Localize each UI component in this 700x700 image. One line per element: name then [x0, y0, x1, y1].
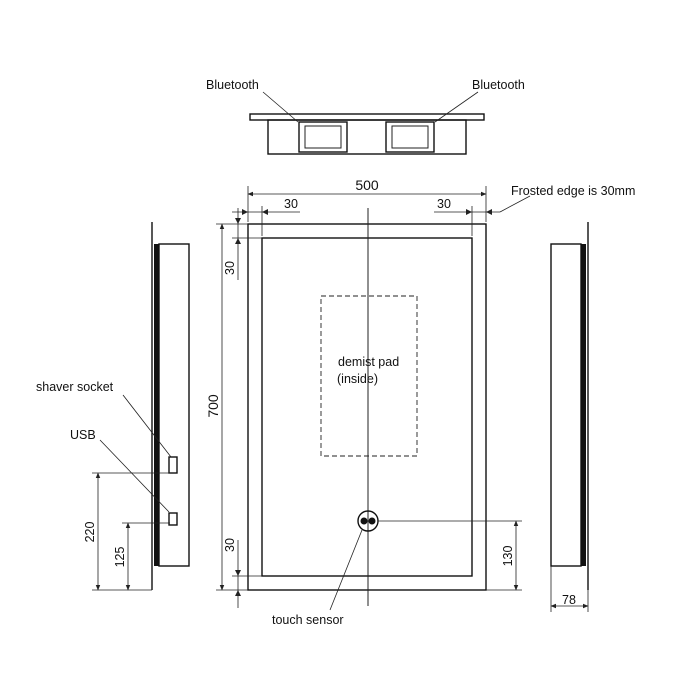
frost-right-arrows — [466, 209, 492, 215]
right-side-body — [550, 243, 582, 567]
frost-top-arrows — [235, 218, 241, 244]
usb-height-value: 125 — [113, 547, 127, 568]
frosted-edge-leader — [499, 195, 531, 213]
frost-bottom-value: 30 — [223, 538, 237, 552]
demist-pad — [320, 295, 418, 457]
width-dimension-value: 500 — [355, 177, 379, 193]
left-side-view: shaver socket USB 220 125 — [36, 222, 190, 591]
bluetooth-left-leader — [262, 91, 299, 123]
depth-value: 78 — [562, 593, 576, 607]
frost-bottom-arrows — [235, 570, 241, 596]
bluetooth-speaker-right — [385, 121, 435, 153]
height-dimension-value: 700 — [205, 394, 221, 418]
top-view-glass — [249, 113, 485, 121]
mirror-frosted-edge-inner — [261, 237, 473, 577]
frost-left-value: 30 — [284, 197, 298, 211]
frost-left-arrows — [242, 209, 268, 215]
shaver-height-value: 220 — [83, 522, 97, 543]
frosted-edge-label: Frosted edge is 30mm — [511, 184, 635, 198]
shaver-socket — [168, 456, 178, 474]
front-view: demist pad (inside) touch sensor 500 30 … — [205, 177, 635, 627]
bluetooth-right-leader — [434, 91, 479, 123]
mirror-outer-frame — [247, 223, 487, 591]
shaver-socket-label: shaver socket — [36, 380, 114, 394]
bluetooth-speaker-right-inner — [391, 125, 429, 149]
left-side-body — [158, 243, 190, 567]
sensor-height-value: 130 — [501, 546, 515, 567]
right-side-view: 78 — [550, 222, 589, 612]
bluetooth-right-label: Bluetooth — [472, 78, 525, 92]
touch-sensor — [357, 510, 379, 532]
frost-top-value: 30 — [223, 261, 237, 275]
bluetooth-left-label: Bluetooth — [206, 78, 259, 92]
left-side-led-strip — [154, 244, 159, 566]
usb-leader — [99, 439, 170, 513]
bluetooth-speaker-left — [298, 121, 348, 153]
bluetooth-speaker-left-inner — [304, 125, 342, 149]
demist-pad-sublabel: (inside) — [337, 372, 378, 386]
demist-pad-label: demist pad — [338, 355, 399, 369]
top-view: Bluetooth Bluetooth — [206, 78, 525, 155]
touch-sensor-label: touch sensor — [272, 613, 344, 627]
usb-label: USB — [70, 428, 96, 442]
usb-port — [168, 512, 178, 526]
frost-right-value: 30 — [437, 197, 451, 211]
right-side-led-strip — [581, 244, 586, 566]
top-view-body — [267, 119, 467, 155]
shaver-socket-leader — [122, 394, 172, 458]
touch-sensor-leader — [329, 529, 363, 611]
